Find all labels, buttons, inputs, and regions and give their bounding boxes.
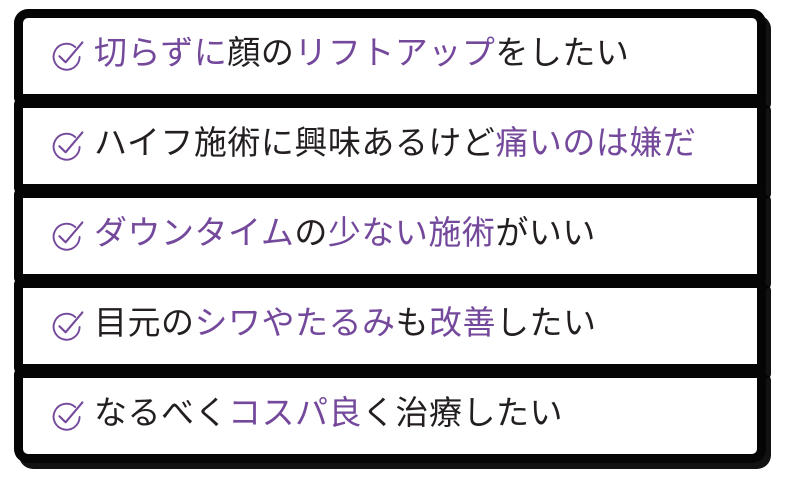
checklist-item: なるべくコスパ良く治療したい xyxy=(14,369,766,463)
highlight-text: ダウンタイム xyxy=(94,216,295,252)
check-circle-icon xyxy=(49,128,85,164)
checklist-item: ダウンタイムの少ない施術がいい xyxy=(14,189,766,283)
checklist-item: ハイフ施術に興味あるけど痛いのは嫌だ xyxy=(14,99,766,193)
check-circle-icon xyxy=(49,398,85,434)
plain-text: 目元の xyxy=(94,306,195,342)
plain-text: をしたい xyxy=(495,36,630,72)
highlight-text: 切らずに xyxy=(94,36,228,72)
plain-text: も xyxy=(395,306,429,342)
plain-text: したい xyxy=(496,306,597,342)
plain-text: ハイフ施術に興味あるけど xyxy=(94,126,496,162)
check-circle-icon xyxy=(49,218,85,254)
highlight-text: 少ない施術 xyxy=(327,216,496,252)
checklist-item: 目元のシワやたるみも改善したい xyxy=(14,279,766,373)
plain-text: く治療したい xyxy=(362,396,563,432)
checklist: 切らずに顔のリフトアップをしたいハイフ施術に興味あるけど痛いのは嫌だダウンタイム… xyxy=(14,9,766,463)
plain-text: 顔の xyxy=(227,36,295,72)
highlight-text: 改善 xyxy=(429,306,496,342)
highlight-text: 痛いのは嫌だ xyxy=(495,126,697,162)
check-circle-icon xyxy=(49,308,85,344)
plain-text: の xyxy=(294,216,328,252)
plain-text: がいい xyxy=(495,216,596,252)
highlight-text: リフトアップ xyxy=(294,36,496,72)
check-circle-icon xyxy=(49,38,85,74)
highlight-text: コスパ良 xyxy=(228,396,362,432)
highlight-text: シワやたるみ xyxy=(194,306,396,342)
checklist-item-label: 切らずに顔のリフトアップをしたい xyxy=(94,38,629,74)
checklist-item-label: なるべくコスパ良く治療したい xyxy=(94,398,563,434)
checklist-item-label: ダウンタイムの少ない施術がいい xyxy=(94,218,596,254)
checklist-item-label: 目元のシワやたるみも改善したい xyxy=(94,308,597,344)
checklist-item: 切らずに顔のリフトアップをしたい xyxy=(14,9,766,103)
checklist-item-label: ハイフ施術に興味あるけど痛いのは嫌だ xyxy=(94,128,696,164)
plain-text: なるべく xyxy=(94,396,228,432)
